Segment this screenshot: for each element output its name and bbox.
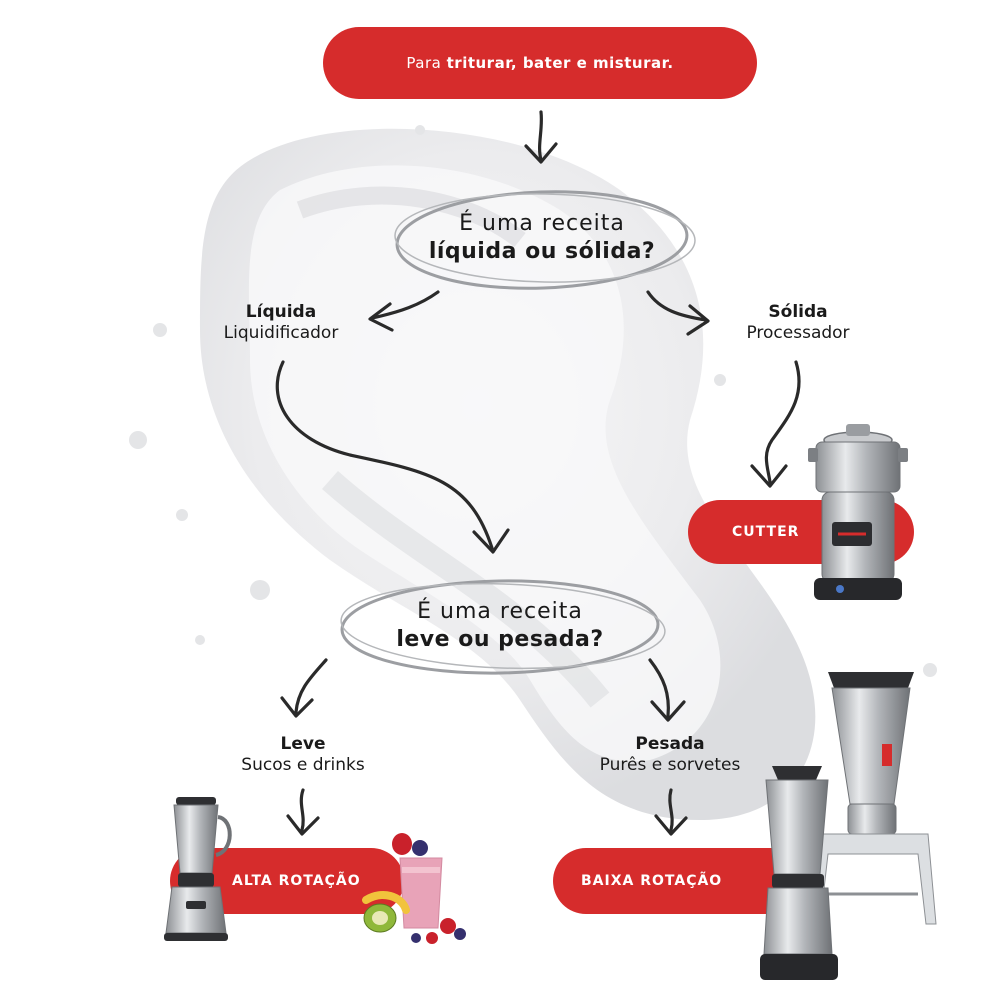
arrow-to-liquid: [368, 290, 440, 332]
arrow-to-heavy: [648, 658, 686, 722]
arrow-top: [524, 110, 558, 164]
arrow-to-solid: [646, 290, 710, 336]
branch-solid-title: Sólida: [768, 302, 828, 322]
high-speed-result-label: ALTA ROTAÇÃO: [232, 873, 361, 889]
question2-text: É uma receita leve ou pesada?: [345, 598, 655, 654]
arrow-solid-to-cutter: [750, 360, 801, 488]
arrow-to-light: [280, 658, 328, 718]
branch-heavy-title: Pesada: [635, 734, 705, 754]
low-speed-blenders-image: [760, 672, 937, 980]
cutter-processor-image: [808, 424, 908, 600]
header-prefix: Para: [406, 54, 447, 72]
branch-liquid-title: Líquida: [245, 302, 317, 322]
branch-heavy-subtitle: Purês e sorvetes: [599, 755, 741, 775]
arrow-light-to-result: [286, 788, 320, 836]
branch-solid: Sólida Processador: [718, 302, 878, 344]
question2-line1: É uma receita: [417, 599, 583, 624]
branch-light-title: Leve: [280, 734, 326, 754]
branch-liquid-subtitle: Liquidificador: [223, 323, 339, 343]
question1-text: É uma receita líquida ou sólida?: [392, 210, 692, 266]
low-speed-result-label: BAIXA ROTAÇÃO: [581, 873, 723, 889]
header-banner: Para triturar, bater e misturar.: [323, 27, 757, 99]
branch-liquid: Líquida Liquidificador: [196, 302, 366, 344]
high-speed-blender-image: [164, 797, 232, 941]
cutter-result-label: CUTTER: [732, 524, 800, 540]
question1-line1: É uma receita: [459, 211, 625, 236]
branch-heavy: Pesada Purês e sorvetes: [560, 734, 780, 776]
branch-light: Leve Sucos e drinks: [208, 734, 398, 776]
smoothie-fruit-image: [362, 833, 466, 944]
question2-line2: leve ou pesada?: [396, 627, 604, 652]
question1-line2: líquida ou sólida?: [428, 239, 656, 264]
branch-solid-subtitle: Processador: [746, 323, 850, 343]
branch-light-subtitle: Sucos e drinks: [241, 755, 365, 775]
header-emphasis: triturar, bater e misturar.: [446, 54, 674, 72]
arrow-heavy-to-result: [654, 788, 688, 836]
arrow-liquid-to-question2: [275, 360, 510, 554]
